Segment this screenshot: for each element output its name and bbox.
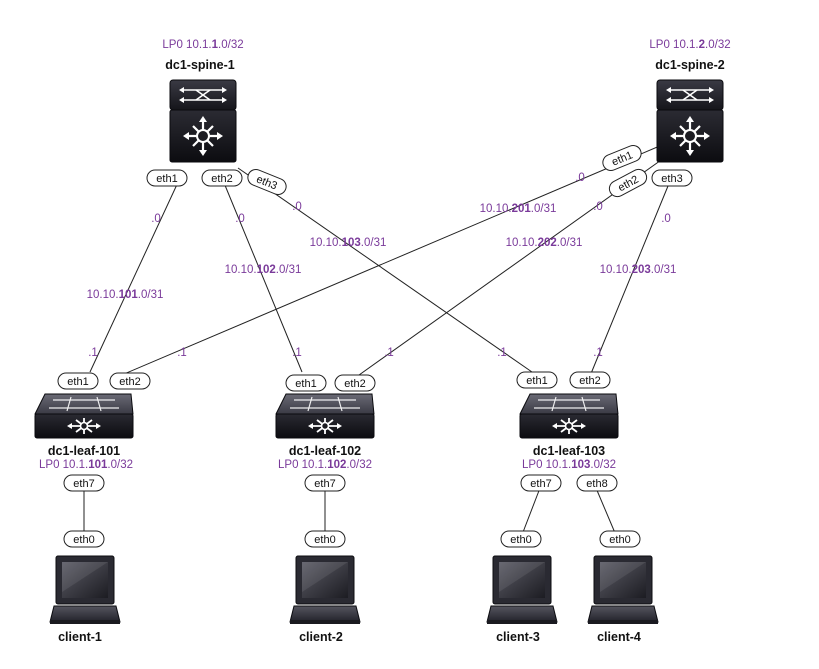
port-spine2-eth3[interactable]: eth3 bbox=[651, 169, 693, 187]
spine1-loopback-label: LP0 10.1.1.0/32 bbox=[162, 39, 243, 51]
link-spine2-leaf101[interactable] bbox=[109, 144, 663, 381]
port-spine1-eth1[interactable]: eth1 bbox=[146, 169, 188, 187]
port-leaf103-eth7[interactable]: eth7 bbox=[520, 474, 562, 492]
svg-text:eth1: eth1 bbox=[295, 378, 316, 390]
spine-switch-icon[interactable] bbox=[655, 78, 725, 164]
leaf101-loopback-label: LP0 10.1.101.0/32 bbox=[39, 459, 133, 471]
leaf-switch-icon[interactable] bbox=[275, 393, 375, 439]
svg-text:eth1: eth1 bbox=[67, 376, 88, 388]
leaf102-loopback-label: LP0 10.1.102.0/32 bbox=[278, 459, 372, 471]
addr-leaf101-eth2: .1 bbox=[177, 347, 187, 359]
leaf102-name-label: dc1-leaf-102 bbox=[289, 444, 361, 458]
addr-spine2-eth1: .0 bbox=[575, 172, 585, 184]
addr-spine1-eth3: .0 bbox=[292, 201, 302, 213]
addr-spine2-eth3: .0 bbox=[661, 213, 671, 225]
spine-switch-icon[interactable] bbox=[168, 78, 238, 164]
port-leaf103-eth1[interactable]: eth1 bbox=[516, 371, 558, 389]
spine2-name-label: dc1-spine-2 bbox=[655, 58, 725, 72]
port-leaf101-eth2[interactable]: eth2 bbox=[109, 372, 151, 390]
spine1-name-label: dc1-spine-1 bbox=[165, 58, 235, 72]
device-client-3[interactable]: client-3 bbox=[486, 555, 558, 644]
leaf101-name-label: dc1-leaf-101 bbox=[48, 444, 120, 458]
link-spine1-leaf103[interactable] bbox=[237, 167, 533, 373]
port-leaf102-eth7[interactable]: eth7 bbox=[304, 474, 346, 492]
port-labels: eth1 eth2 eth3 eth1 eth2 eth3 eth1 bbox=[57, 143, 693, 548]
svg-text:eth2: eth2 bbox=[211, 173, 232, 185]
leaf103-loopback-label: LP0 10.1.103.0/32 bbox=[522, 459, 616, 471]
port-spine1-eth3[interactable]: eth3 bbox=[245, 167, 288, 197]
link-spine1-leaf102[interactable] bbox=[221, 177, 303, 373]
spine2-loopback-label: LP0 10.1.2.0/32 bbox=[649, 39, 730, 51]
device-client-4[interactable]: client-4 bbox=[587, 555, 659, 644]
addr-spine1-eth2: .0 bbox=[235, 213, 245, 225]
svg-text:eth3: eth3 bbox=[661, 173, 682, 185]
svg-text:eth0: eth0 bbox=[609, 534, 630, 546]
addr-leaf101-eth1: .1 bbox=[88, 347, 98, 359]
laptop-icon[interactable] bbox=[49, 555, 121, 625]
addr-leaf102-eth1: .1 bbox=[292, 347, 302, 359]
svg-text:eth1: eth1 bbox=[156, 173, 177, 185]
svg-text:eth8: eth8 bbox=[586, 478, 607, 490]
client1-name-label: client-1 bbox=[58, 630, 102, 644]
port-client2-eth0[interactable]: eth0 bbox=[304, 530, 346, 548]
svg-text:eth2: eth2 bbox=[119, 376, 140, 388]
client4-name-label: client-4 bbox=[597, 630, 641, 644]
laptop-icon[interactable] bbox=[587, 555, 659, 625]
port-leaf102-eth1[interactable]: eth1 bbox=[285, 374, 327, 392]
svg-text:eth7: eth7 bbox=[314, 478, 335, 490]
port-spine2-eth2[interactable]: eth2 bbox=[607, 167, 650, 200]
leaf103-name-label: dc1-leaf-103 bbox=[533, 444, 605, 458]
addr-leaf103-eth2: .1 bbox=[593, 347, 603, 359]
subnet-spine1-leaf103: 10.10.103.0/31 bbox=[310, 237, 387, 249]
subnet-spine2-leaf102: 10.10.202.0/31 bbox=[506, 237, 583, 249]
client3-name-label: client-3 bbox=[496, 630, 540, 644]
addr-leaf102-eth2: .1 bbox=[384, 347, 394, 359]
port-client4-eth0[interactable]: eth0 bbox=[599, 530, 641, 548]
leaf-switch-icon[interactable] bbox=[34, 393, 134, 439]
port-spine2-eth1[interactable]: eth1 bbox=[600, 143, 643, 173]
svg-text:eth0: eth0 bbox=[314, 534, 335, 546]
port-leaf103-eth8[interactable]: eth8 bbox=[576, 474, 618, 492]
svg-text:eth0: eth0 bbox=[73, 534, 94, 546]
subnet-labels: 10.10.101.0/31 10.10.102.0/31 10.10.103.… bbox=[87, 203, 677, 301]
port-leaf101-eth7[interactable]: eth7 bbox=[63, 474, 105, 492]
addr-spine1-eth1: .0 bbox=[151, 213, 161, 225]
addr-leaf103-eth1: .1 bbox=[497, 347, 507, 359]
client2-name-label: client-2 bbox=[299, 630, 343, 644]
port-leaf101-eth1[interactable]: eth1 bbox=[57, 372, 99, 390]
laptop-icon[interactable] bbox=[486, 555, 558, 625]
addr-spine2-eth2: .0 bbox=[593, 201, 603, 213]
device-dc1-leaf-101[interactable]: dc1-leaf-101 LP0 10.1.101.0/32 bbox=[34, 393, 134, 471]
device-client-1[interactable]: client-1 bbox=[49, 555, 121, 644]
link-spine1-leaf101[interactable] bbox=[89, 177, 181, 373]
svg-text:eth7: eth7 bbox=[73, 478, 94, 490]
port-client3-eth0[interactable]: eth0 bbox=[500, 530, 542, 548]
svg-text:eth7: eth7 bbox=[530, 478, 551, 490]
subnet-spine1-leaf102: 10.10.102.0/31 bbox=[225, 264, 302, 276]
svg-text:eth1: eth1 bbox=[526, 375, 547, 387]
leaf-switch-icon[interactable] bbox=[519, 393, 619, 439]
device-dc1-spine-1[interactable]: LP0 10.1.1.0/32 dc1-spine-1 bbox=[162, 39, 244, 164]
svg-text:eth0: eth0 bbox=[510, 534, 531, 546]
svg-text:eth2: eth2 bbox=[344, 378, 365, 390]
subnet-spine1-leaf101: 10.10.101.0/31 bbox=[87, 289, 164, 301]
port-client1-eth0[interactable]: eth0 bbox=[63, 530, 105, 548]
device-dc1-leaf-103[interactable]: dc1-leaf-103 LP0 10.1.103.0/32 bbox=[519, 393, 619, 471]
device-client-2[interactable]: client-2 bbox=[289, 555, 361, 644]
port-spine1-eth2[interactable]: eth2 bbox=[201, 169, 243, 187]
laptop-icon[interactable] bbox=[289, 555, 361, 625]
device-dc1-leaf-102[interactable]: dc1-leaf-102 LP0 10.1.102.0/32 bbox=[275, 393, 375, 471]
port-leaf102-eth2[interactable]: eth2 bbox=[334, 374, 376, 392]
subnet-spine2-leaf103: 10.10.203.0/31 bbox=[600, 264, 677, 276]
subnet-spine2-leaf101: 10.10.201.0/31 bbox=[480, 203, 557, 215]
device-dc1-spine-2[interactable]: LP0 10.1.2.0/32 dc1-spine-2 bbox=[649, 39, 731, 164]
link-spine2-leaf103[interactable] bbox=[589, 185, 669, 377]
endpoint-addresses: .0 .0 .0 .0 .0 .0 .1 .1 .1 .1 .1 .1 bbox=[88, 172, 671, 359]
port-leaf103-eth2[interactable]: eth2 bbox=[569, 371, 611, 389]
svg-text:eth2: eth2 bbox=[579, 375, 600, 387]
